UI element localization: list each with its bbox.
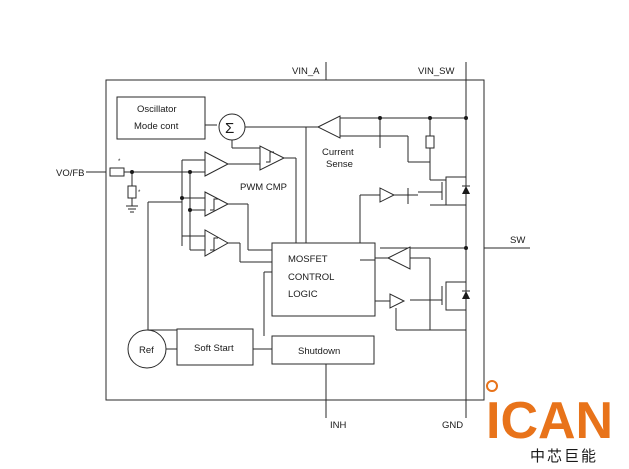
oscillator-block (116, 96, 206, 140)
chip-outline (105, 79, 485, 401)
ls-body-diode (462, 291, 470, 299)
sw-sense-amp (386, 246, 411, 270)
junction-dot (428, 116, 432, 120)
junction-dot (188, 170, 192, 174)
pin-label-sw: SW (510, 235, 525, 246)
hs-mosfet-body (445, 176, 467, 206)
current-sense-label: Current (322, 147, 354, 158)
current-sense-label-2: Sense (326, 159, 353, 170)
ov-comparator (204, 191, 230, 217)
pwm-cmp-label: PWM CMP (240, 182, 287, 193)
junction-dot (464, 116, 468, 120)
pin-label-vo-fb: VO/FB (56, 168, 85, 179)
divider-mark-top: * (118, 159, 121, 165)
soft-start-block (176, 328, 254, 366)
summer-symbol: Σ (225, 120, 234, 137)
shutdown-block (271, 335, 375, 365)
pin-label-gnd: GND (442, 420, 463, 431)
logic-label: LOGIC (288, 289, 318, 300)
hs-gate-driver (379, 187, 396, 203)
fb-resistor-bottom (127, 185, 137, 199)
uv-comparator (204, 229, 230, 257)
uv-hysteresis-icon (210, 237, 218, 251)
mode-cont-label: Mode cont (134, 121, 179, 132)
pin-label-vin-a: VIN_A (292, 66, 320, 77)
junction-dot (464, 246, 468, 250)
error-amplifier (204, 151, 230, 177)
ican-logo-subtitle: 中芯巨能 (530, 448, 598, 465)
ican-logo-text: ICAN (486, 392, 613, 450)
soft-start-label: Soft Start (194, 343, 234, 354)
ref-label: Ref (139, 345, 154, 356)
sense-resistor (425, 135, 435, 149)
oscillator-label: Oscillator (137, 104, 177, 115)
pin-label-inh: INH (330, 420, 347, 431)
divider-mark-bottom: * (138, 190, 141, 196)
fb-resistor-top (109, 167, 125, 177)
ov-hysteresis-icon (210, 198, 218, 211)
control-label: CONTROL (288, 272, 334, 283)
mosfet-label: MOSFET (288, 254, 328, 265)
ls-gate-driver (389, 293, 406, 309)
ls-mosfet-body (445, 281, 467, 311)
junction-dot (188, 208, 192, 212)
pwm-comparator (259, 145, 286, 171)
mosfet-control-logic (271, 242, 376, 317)
current-sense-amp (316, 115, 341, 139)
ican-logo: ICAN 中芯巨能 (486, 380, 613, 465)
junction-dot (378, 116, 382, 120)
junction-dot (180, 196, 184, 200)
shutdown-label: Shutdown (298, 346, 340, 357)
pwm-hysteresis-icon (266, 151, 274, 163)
pin-label-vin-sw: VIN_SW (418, 66, 454, 77)
hs-body-diode (462, 186, 470, 194)
ican-logo-dot-icon (486, 380, 498, 392)
junction-dot (130, 170, 134, 174)
